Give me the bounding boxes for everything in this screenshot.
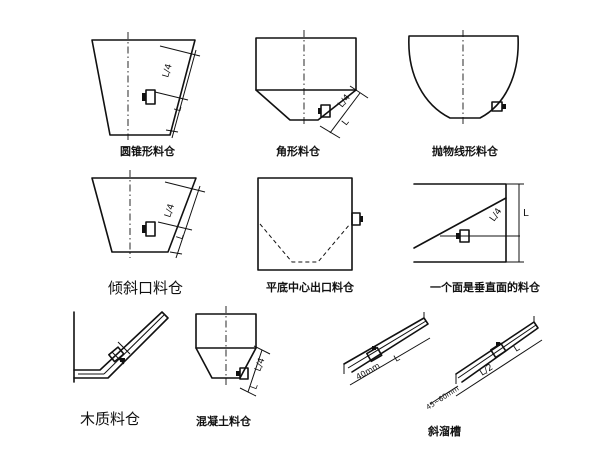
caption-chute: 斜溜槽 — [428, 425, 461, 438]
vertical-face-dim-l: L — [523, 208, 529, 219]
caption-conical-bin: 圆锥形料仓 — [120, 145, 175, 158]
concrete-dim-l: L — [249, 383, 260, 391]
conical-bin-figure — [91, 32, 201, 140]
inclined-dim-l: L — [175, 233, 186, 241]
conical-bin-outline — [91, 39, 196, 136]
conical-bin-dim-line — [171, 49, 197, 139]
chute-right-figure — [429, 316, 543, 405]
caption-concrete-bin: 混凝土料仓 — [196, 415, 251, 428]
parabolic-bin-outline — [408, 35, 519, 119]
flat-center-bin-dead-zone — [259, 223, 351, 263]
inclined-dim-l4: L/4 — [163, 202, 177, 218]
inclined-outlet-bin-outline — [91, 177, 197, 253]
inclined-outlet-bin-figure — [91, 170, 206, 259]
chute-right-dim-angle: 45~60mm — [425, 385, 461, 412]
caption-pyramidal-bin: 角形料仓 — [276, 145, 320, 158]
pyramidal-dim-l: L — [340, 118, 351, 128]
vertical-face-bin-figure — [413, 183, 524, 263]
caption-vertical-face-bin: 一个面是垂直面的料仓 — [430, 281, 540, 294]
concrete-bin-figure — [195, 306, 271, 397]
conical-dim-l4: L/4 — [161, 63, 174, 79]
wooden-bin-figure — [73, 311, 169, 383]
chute-right-dim-l: L — [512, 343, 522, 354]
caption-inclined-outlet-bin: 倾斜口料仓 — [108, 279, 184, 297]
conical-dim-l: L — [173, 105, 184, 113]
conical-bin-vibrator — [145, 89, 156, 105]
concrete-bin-dim-line — [247, 349, 263, 393]
parabolic-bin-vibrator — [491, 101, 503, 112]
chute-left-dim-l: L — [393, 353, 402, 364]
parabolic-bin-figure — [408, 30, 519, 124]
vertical-face-dim-l4: L/4 — [488, 206, 504, 223]
concrete-dim-l4: L/4 — [253, 356, 267, 373]
chute-left-vibrator — [366, 346, 383, 363]
caption-flat-center-bin: 平底中心出口料仓 — [266, 281, 354, 294]
chute-right-dim-l2: L/2 — [478, 363, 495, 379]
inclined-outlet-bin-vibrator — [145, 221, 156, 237]
flat-center-bin-outline — [257, 177, 353, 271]
wooden-bin-sloped-floor — [73, 311, 169, 379]
chute-left-figure — [343, 312, 431, 386]
flat-center-bin-figure — [257, 177, 363, 271]
caption-parabolic-bin: 抛物线形料仓 — [432, 145, 498, 158]
chute-left-dim-40mm: 40mm — [355, 361, 382, 382]
pyramidal-bin-figure — [255, 30, 369, 139]
caption-wooden-bin: 木质料仓 — [80, 410, 141, 428]
pyramidal-bin-dim-line — [329, 92, 361, 134]
flat-center-bin-vibrator — [351, 212, 361, 226]
inclined-outlet-bin-dim-line — [175, 185, 201, 259]
wooden-bin-vibrator — [108, 346, 125, 363]
chute-right-vibrator — [489, 342, 507, 359]
